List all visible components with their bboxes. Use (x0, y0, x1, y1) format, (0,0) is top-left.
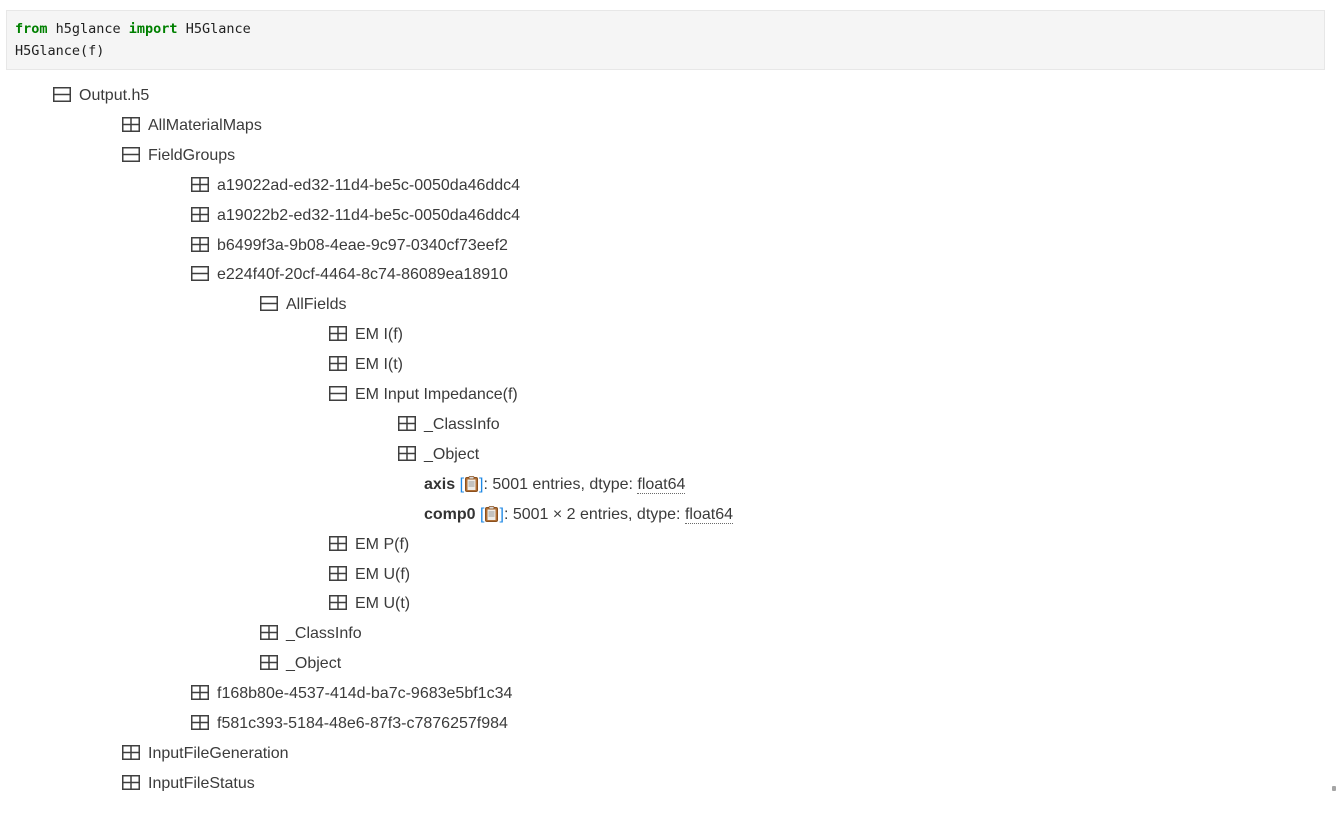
clipboard-icon (485, 503, 499, 522)
tree-group-row: _ClassInfo (260, 619, 1337, 649)
group-name[interactable]: e224f40f-20cf-4464-8c74-86089ea18910 (217, 266, 508, 284)
copy-path-link[interactable]: [] (480, 506, 504, 523)
tree-group-row: _Object (398, 440, 1337, 470)
copy-link-close-bracket: ] (479, 475, 484, 493)
group-name[interactable]: EM P(f) (355, 535, 410, 553)
group-name[interactable]: b6499f3a-9b08-4eae-9c97-0340cf73eef2 (217, 236, 508, 254)
group-name[interactable]: FieldGroups (148, 146, 236, 164)
expand-toggle-icon[interactable] (329, 356, 347, 372)
tree-group-row: FieldGroups a19022ad-ed32-11d4-be5c-0050d… (122, 141, 1337, 739)
collapse-toggle-icon[interactable] (53, 87, 71, 102)
group-name[interactable]: Output.h5 (79, 87, 150, 104)
expand-toggle-icon[interactable] (398, 415, 416, 431)
group-name[interactable]: _Object (424, 445, 480, 463)
tree-group-row: EM I(t) (329, 350, 1337, 380)
expand-toggle-icon[interactable] (191, 685, 209, 701)
expand-toggle-icon[interactable] (260, 625, 278, 641)
group-name[interactable]: _Object (286, 655, 342, 673)
tree-group-row: a19022b2-ed32-11d4-be5c-0050da46ddc4 (191, 201, 1337, 231)
dataset-shape-info: : 5001 × 2 entries, dtype: (503, 505, 685, 523)
tree-branch: EM I(f) EM I(t) EM Input Impedance(f) _Clas… (260, 320, 1337, 619)
tree-group-row: EM U(f) (329, 560, 1337, 590)
group-name[interactable]: EM I(f) (355, 326, 403, 344)
copy-link-close-bracket: ] (499, 505, 504, 523)
group-name[interactable]: _ClassInfo (286, 625, 362, 643)
collapse-toggle-icon[interactable] (122, 146, 140, 162)
dtype-label[interactable]: float64 (637, 475, 686, 494)
group-name[interactable]: AllFields (286, 296, 347, 314)
tree-group-row: _ClassInfo (398, 410, 1337, 440)
group-name[interactable]: EM U(t) (355, 595, 411, 613)
expand-toggle-icon[interactable] (329, 535, 347, 551)
group-name[interactable]: f581c393-5184-48e6-87f3-c7876257f984 (217, 715, 508, 733)
cursor-artifact (1332, 786, 1336, 791)
group-name[interactable]: EM U(f) (355, 565, 411, 583)
code-line: H5Glance(f) (15, 40, 1316, 62)
dataset-name: comp0 (424, 505, 476, 523)
tree-group-row: AllMaterialMaps (122, 111, 1337, 141)
expand-toggle-icon[interactable] (191, 236, 209, 252)
group-name[interactable]: a19022ad-ed32-11d4-be5c-0050da46ddc4 (217, 176, 521, 194)
group-name[interactable]: f168b80e-4537-414d-ba7c-9683e5bf1c34 (217, 685, 513, 703)
copy-path-link[interactable]: [] (460, 476, 484, 493)
tree-group-row: b6499f3a-9b08-4eae-9c97-0340cf73eef2 (191, 231, 1337, 261)
tree-group-row: AllFields EM I(f) EM I(t) EM Input Impedanc… (260, 290, 1337, 619)
expand-toggle-icon[interactable] (122, 744, 140, 760)
code-token-keyword: import (128, 21, 178, 37)
clipboard-icon (465, 473, 479, 492)
group-name[interactable]: InputFileStatus (148, 774, 255, 791)
tree-branch: a19022ad-ed32-11d4-be5c-0050da46ddc4 a190… (122, 171, 1337, 739)
copy-link-open-bracket: [ (480, 505, 485, 523)
group-name[interactable]: _ClassInfo (424, 415, 500, 433)
tree-group-row: f168b80e-4537-414d-ba7c-9683e5bf1c34 (191, 679, 1337, 709)
expand-toggle-icon[interactable] (260, 655, 278, 671)
group-name[interactable]: InputFileGeneration (148, 744, 289, 762)
group-name[interactable]: EM I(t) (355, 356, 403, 374)
expand-toggle-icon[interactable] (329, 565, 347, 581)
code-line: from h5glance import H5Glance (15, 18, 1316, 40)
tree-dataset-row: axis []: 5001 entries, dtype: float64 (398, 470, 1337, 500)
tree-group-row: EM I(f) (329, 320, 1337, 350)
code-token: H5Glance(f) (15, 43, 105, 59)
code-token-keyword: from (15, 21, 48, 37)
group-name[interactable]: EM Input Impedance(f) (355, 386, 518, 404)
tree-group-row: EM P(f) (329, 530, 1337, 560)
collapse-toggle-icon[interactable] (260, 296, 278, 312)
tree-group-row: f581c393-5184-48e6-87f3-c7876257f984 (191, 709, 1337, 739)
expand-toggle-icon[interactable] (122, 116, 140, 132)
expand-toggle-icon[interactable] (329, 595, 347, 611)
group-name[interactable]: a19022b2-ed32-11d4-be5c-0050da46ddc4 (217, 206, 521, 224)
group-name[interactable]: AllMaterialMaps (148, 116, 262, 134)
expand-toggle-icon[interactable] (122, 774, 140, 790)
code-token: h5glance (47, 21, 129, 37)
tree-dataset-row: comp0 []: 5001 × 2 entries, dtype: float… (398, 500, 1337, 530)
tree-group-row: a19022ad-ed32-11d4-be5c-0050da46ddc4 (191, 171, 1337, 201)
tree-branch: AllFields EM I(f) EM I(t) EM Input Impedanc… (191, 290, 1337, 679)
expand-toggle-icon[interactable] (191, 206, 209, 222)
dtype-label[interactable]: float64 (684, 505, 733, 524)
code-token: H5Glance (177, 21, 251, 37)
tree-group-row: EM U(t) (329, 589, 1337, 619)
expand-toggle-icon[interactable] (329, 326, 347, 342)
tree-group-row: _Object (260, 649, 1337, 679)
tree-group-row: InputFileGeneration (122, 739, 1337, 769)
collapse-toggle-icon[interactable] (191, 266, 209, 282)
copy-link-open-bracket: [ (459, 475, 465, 493)
dataset-name: axis (424, 475, 456, 493)
expand-toggle-icon[interactable] (191, 176, 209, 192)
tree-group-row: InputFileStatus (122, 769, 1337, 791)
collapse-toggle-icon[interactable] (329, 386, 347, 402)
dataset-shape-info: : 5001 entries, dtype: (483, 475, 638, 493)
expand-toggle-icon[interactable] (191, 715, 209, 731)
expand-toggle-icon[interactable] (398, 445, 416, 461)
